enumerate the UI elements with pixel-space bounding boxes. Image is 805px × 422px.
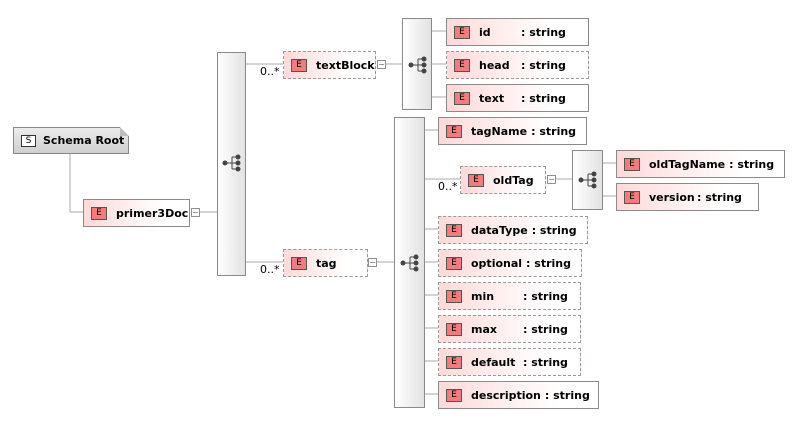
collapse-toggle-icon[interactable]: − bbox=[377, 60, 386, 69]
element-badge: E bbox=[291, 256, 307, 270]
element-badge: E bbox=[468, 173, 484, 187]
sequence-icon bbox=[400, 254, 419, 272]
sequence-compositor[interactable] bbox=[402, 18, 432, 110]
element-version[interactable]: E version : string bbox=[616, 183, 759, 211]
element-type: : string bbox=[521, 91, 566, 105]
element-badge: E bbox=[91, 206, 107, 220]
element-default[interactable]: E default : string bbox=[438, 348, 581, 376]
element-type: : string bbox=[526, 256, 571, 270]
element-badge: E bbox=[446, 124, 462, 138]
cardinality-label: 0..* bbox=[260, 263, 280, 276]
sequence-icon bbox=[578, 171, 597, 189]
element-oldtagname[interactable]: E oldTagName : string bbox=[616, 150, 785, 178]
element-name: description bbox=[471, 388, 541, 402]
element-name: head bbox=[479, 58, 510, 72]
element-text[interactable]: E text : string bbox=[446, 84, 589, 112]
element-badge: E bbox=[446, 289, 462, 303]
element-head[interactable]: E head : string bbox=[446, 51, 589, 79]
collapse-toggle-icon[interactable]: − bbox=[191, 208, 200, 217]
element-type: : string bbox=[544, 388, 590, 402]
element-name: id bbox=[479, 25, 491, 39]
collapse-toggle-icon[interactable]: − bbox=[547, 175, 556, 184]
sequence-icon bbox=[408, 56, 427, 74]
element-type: : string bbox=[523, 289, 568, 303]
element-badge: E bbox=[454, 58, 470, 72]
element-oldtag[interactable]: E oldTag bbox=[460, 166, 546, 194]
sequence-compositor[interactable] bbox=[394, 117, 425, 408]
element-type: : string bbox=[523, 355, 568, 369]
fold-corner-icon bbox=[120, 127, 129, 136]
element-description[interactable]: E description : string bbox=[438, 381, 599, 409]
element-badge: E bbox=[624, 190, 640, 204]
schema-root-label: Schema Root bbox=[43, 134, 125, 147]
element-badge: E bbox=[454, 91, 470, 105]
element-datatype[interactable]: E dataType : string bbox=[438, 216, 588, 244]
element-textblock[interactable]: E textBlock bbox=[283, 51, 376, 79]
cardinality-label: 0..* bbox=[260, 65, 280, 78]
element-id[interactable]: E id : string bbox=[446, 18, 589, 46]
element-name: oldTag bbox=[493, 173, 534, 187]
element-badge: E bbox=[446, 256, 462, 270]
element-name: default bbox=[471, 355, 516, 369]
element-badge: E bbox=[291, 58, 307, 72]
element-type: : string bbox=[729, 157, 775, 171]
element-name: primer3Doc bbox=[116, 206, 189, 220]
sequence-compositor[interactable] bbox=[572, 150, 603, 210]
element-name: dataType bbox=[471, 223, 528, 237]
element-max[interactable]: E max : string bbox=[438, 315, 581, 343]
element-tag[interactable]: E tag bbox=[283, 249, 368, 277]
element-badge: E bbox=[446, 223, 462, 237]
element-min[interactable]: E min : string bbox=[438, 282, 581, 310]
schema-badge: S bbox=[21, 134, 36, 147]
element-primer3doc[interactable]: E primer3Doc bbox=[83, 199, 190, 227]
element-name: text bbox=[479, 91, 505, 105]
sequence-compositor[interactable] bbox=[217, 52, 246, 276]
element-type: : string bbox=[531, 223, 577, 237]
element-badge: E bbox=[446, 355, 462, 369]
element-type: : string bbox=[521, 58, 566, 72]
element-type: : string bbox=[521, 25, 566, 39]
element-name: optional bbox=[471, 256, 523, 270]
element-name: version bbox=[649, 190, 695, 204]
element-badge: E bbox=[446, 388, 462, 402]
element-name: max bbox=[471, 322, 497, 336]
element-type: : string bbox=[523, 322, 568, 336]
element-badge: E bbox=[624, 157, 640, 171]
element-type: : string bbox=[697, 190, 742, 204]
schema-root-node[interactable]: S Schema Root bbox=[13, 127, 129, 154]
element-name: oldTagName bbox=[649, 157, 726, 171]
element-name: tag bbox=[316, 256, 337, 270]
element-name: tagName bbox=[471, 124, 528, 138]
collapse-toggle-icon[interactable]: − bbox=[368, 258, 377, 267]
element-name: min bbox=[471, 289, 495, 303]
cardinality-label: 0..* bbox=[438, 180, 458, 193]
element-badge: E bbox=[446, 322, 462, 336]
element-type: : string bbox=[531, 124, 577, 138]
element-optional[interactable]: E optional : string bbox=[438, 249, 582, 277]
element-tagname[interactable]: E tagName : string bbox=[438, 117, 587, 145]
sequence-icon bbox=[222, 154, 241, 172]
element-badge: E bbox=[454, 25, 470, 39]
element-name: textBlock bbox=[316, 58, 375, 72]
